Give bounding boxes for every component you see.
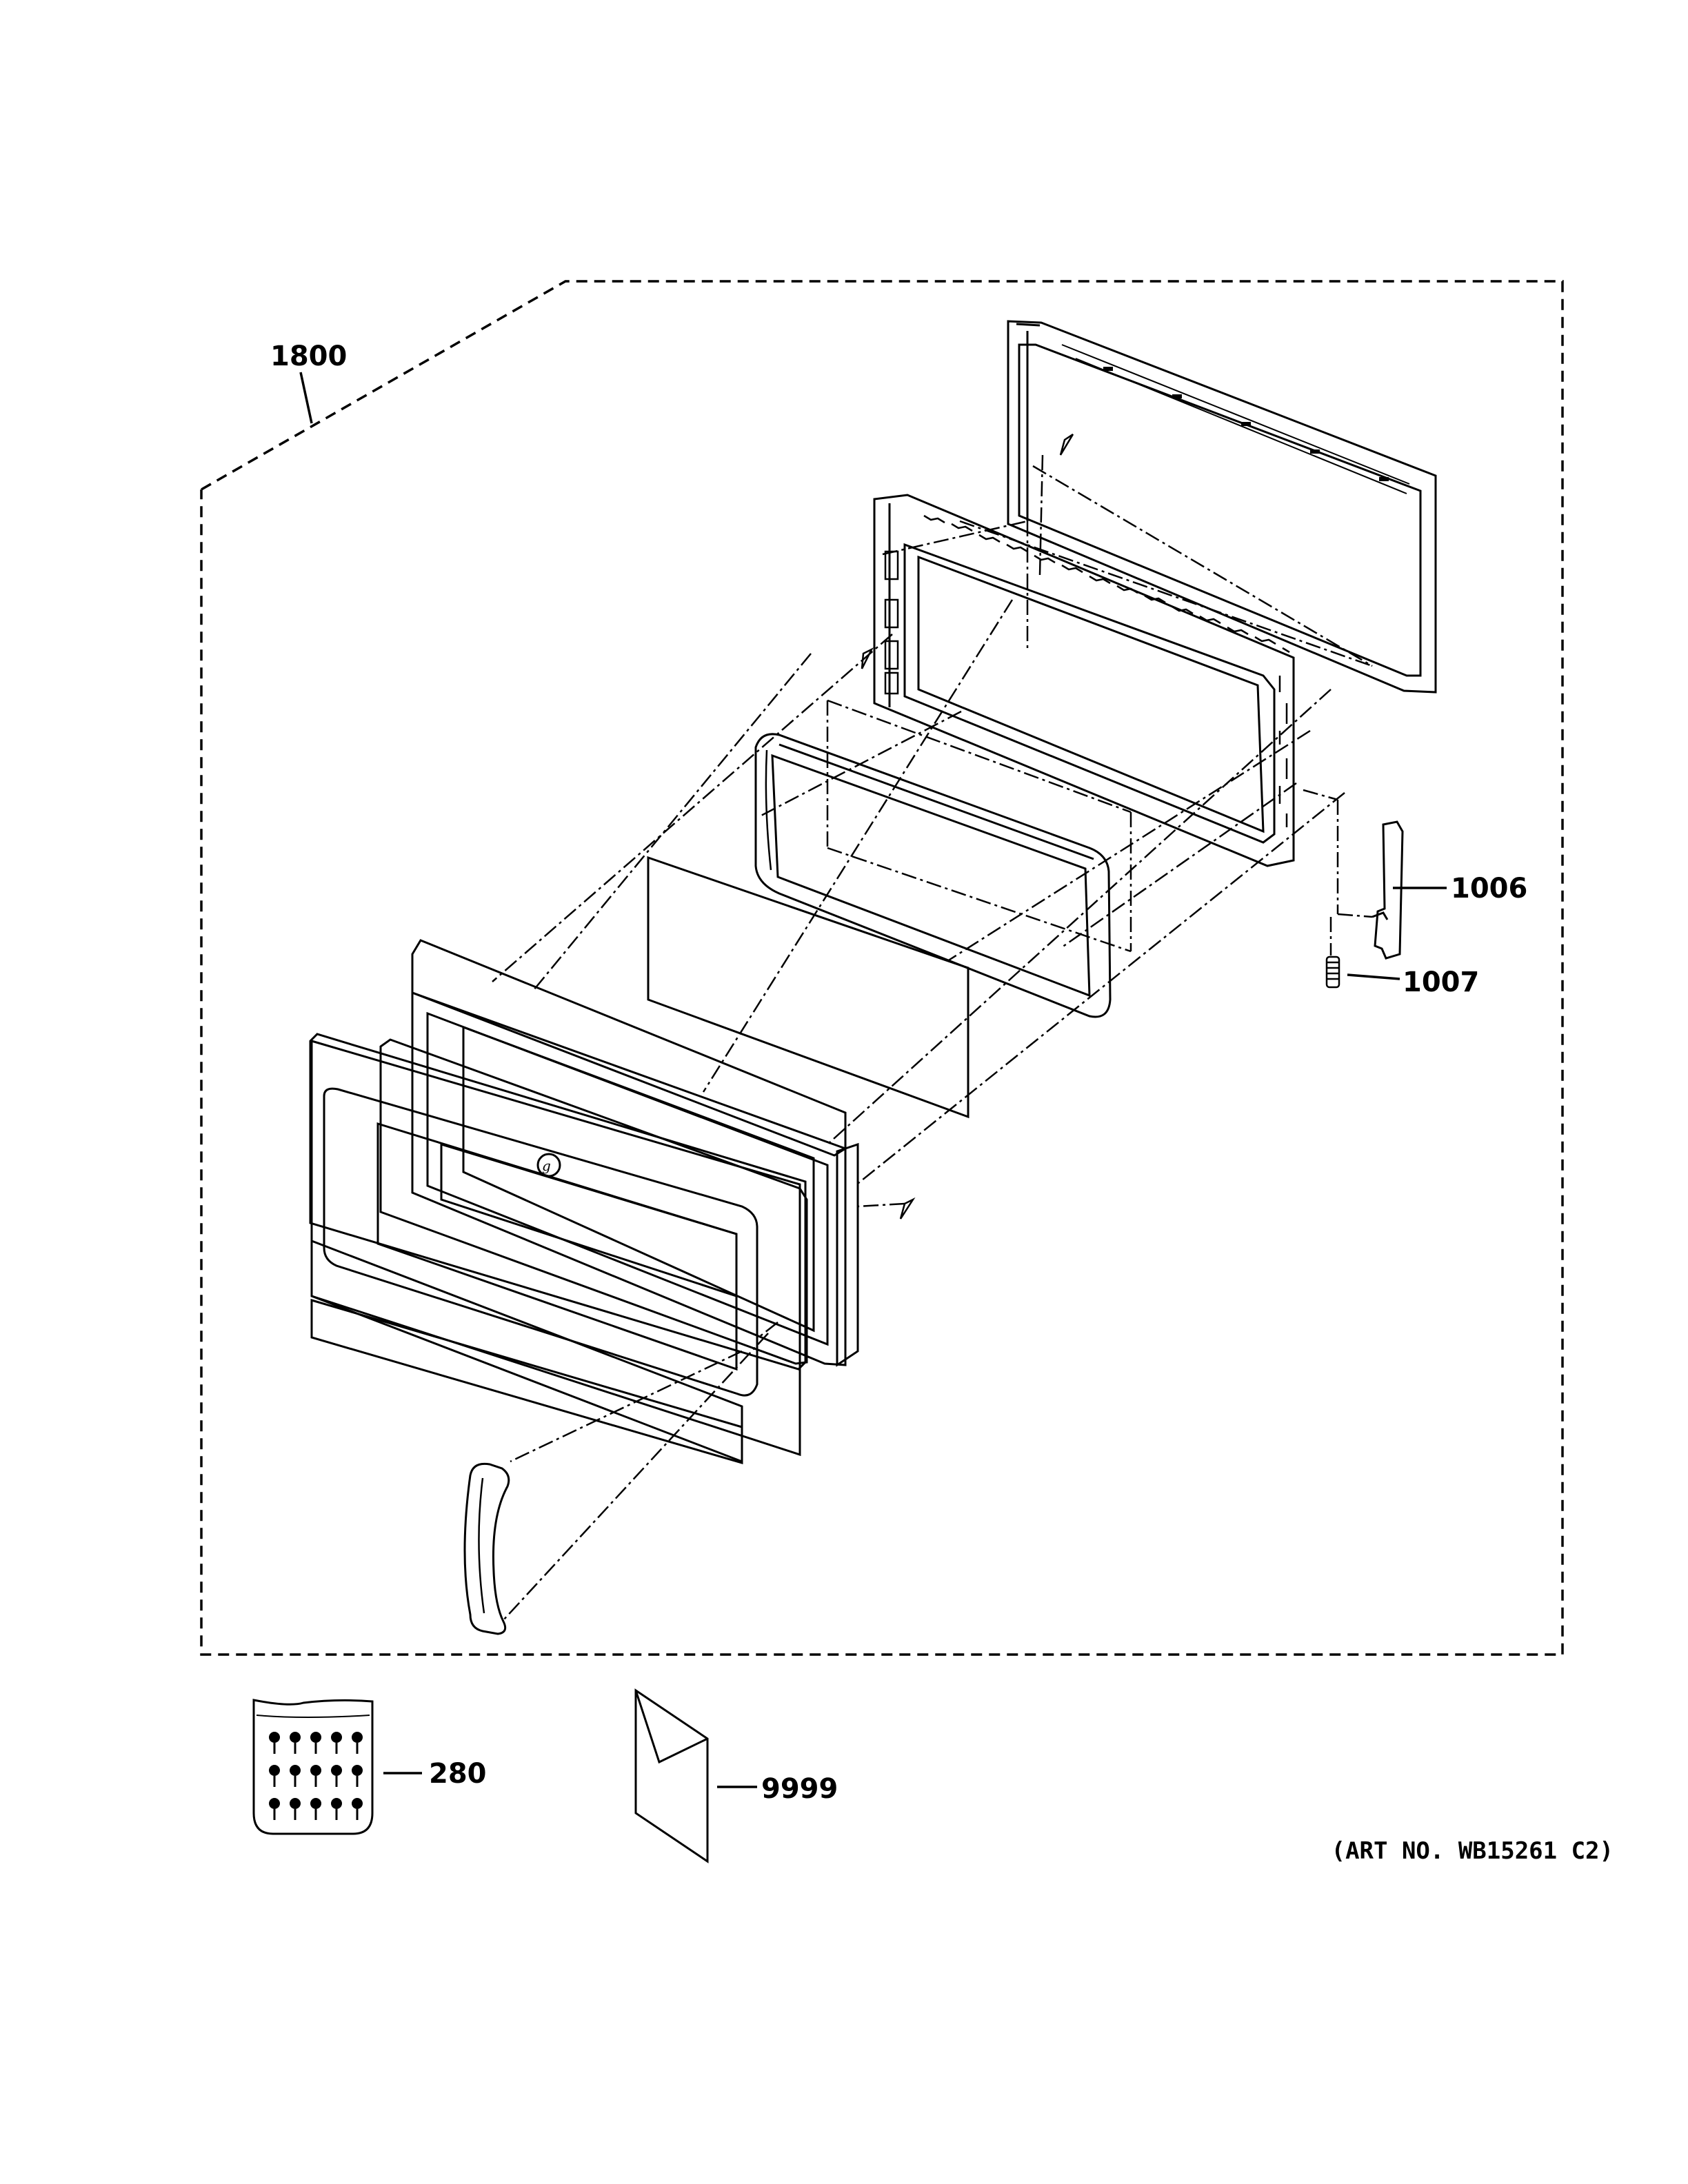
callout-9999: 9999 [761, 1773, 838, 1805]
callout-1800: 1800 [270, 341, 347, 372]
middle-panel-side-flange [836, 1142, 859, 1367]
choke-frame-tabs [1103, 367, 1389, 481]
latch-spring [1325, 956, 1340, 989]
literature-document-icon [634, 1688, 709, 1863]
hardware-pack-screws [269, 1732, 363, 1809]
outer-door-frame [309, 1033, 807, 1464]
hardware-pack-screw-shanks [273, 1743, 359, 1820]
door-choke-frame [1007, 320, 1437, 694]
bottom-trim-strip [310, 1298, 743, 1464]
inner-door-slots [884, 550, 899, 695]
callout-1007: 1007 [1403, 967, 1479, 998]
callout-1006: 1006 [1451, 873, 1527, 904]
ge-logo: g [536, 1153, 561, 1177]
svg-text:g: g [542, 1157, 551, 1174]
door-glass-panel [647, 856, 969, 1119]
inner-door-right-edge-detail [1278, 676, 1288, 827]
door-gasket-frame [754, 733, 1112, 1018]
door-handle [463, 1462, 510, 1635]
art-number: (ART NO. WB15261 C2) [1332, 1837, 1614, 1865]
assembly-lines [492, 454, 1373, 1621]
door-latch-part [1372, 820, 1404, 960]
outer-door-window [323, 1087, 758, 1397]
inner-door-hinge-notches [923, 514, 1290, 654]
front-glass-panel [379, 1038, 808, 1365]
callout-leaders [299, 372, 1447, 1788]
hardware-pack-icon [252, 1699, 374, 1835]
callout-280: 280 [429, 1758, 487, 1790]
assembly-1800-boundary [200, 280, 1564, 1656]
door-middle-panel [411, 939, 847, 1366]
inner-door-panel [873, 494, 1295, 867]
